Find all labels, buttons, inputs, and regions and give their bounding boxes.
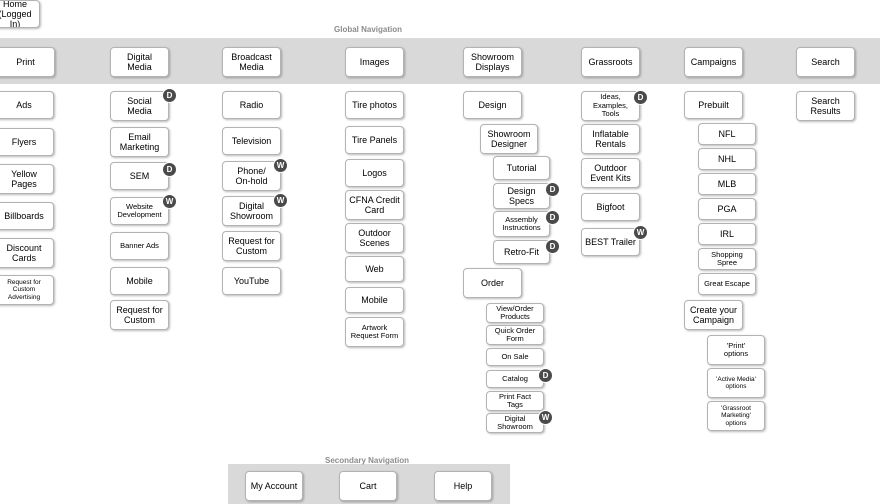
images-cfna-credit-card[interactable]: CFNA Credit Card: [345, 190, 404, 220]
broadcast-request-custom[interactable]: Request for Custom: [222, 231, 281, 261]
digital-social-media[interactable]: Social Media: [110, 91, 169, 121]
images-mobile[interactable]: Mobile: [345, 287, 404, 313]
d-badge-icon: D: [633, 90, 648, 105]
nav-grassroots[interactable]: Grassroots: [581, 47, 640, 77]
campaigns-shopping-spree[interactable]: Shopping Spree: [698, 248, 756, 270]
showroom-retro-fit[interactable]: Retro-Fit: [493, 240, 550, 264]
digital-request-custom[interactable]: Request for Custom: [110, 300, 169, 330]
showroom-tutorial[interactable]: Tutorial: [493, 156, 550, 180]
showroom-print-fact-tags[interactable]: Print Fact Tags: [486, 391, 544, 411]
campaigns-nhl[interactable]: NHL: [698, 148, 756, 170]
search-results[interactable]: Search Results: [796, 91, 855, 121]
d-badge-icon: D: [545, 239, 560, 254]
nav-campaigns[interactable]: Campaigns: [684, 47, 743, 77]
campaigns-great-escape[interactable]: Great Escape: [698, 273, 756, 295]
digital-email-marketing[interactable]: Email Marketing: [110, 127, 169, 157]
global-navigation-heading: Global Navigation: [334, 25, 403, 34]
images-tire-photos[interactable]: Tire photos: [345, 91, 404, 119]
images-web[interactable]: Web: [345, 256, 404, 282]
secondary-help[interactable]: Help: [434, 471, 492, 501]
d-badge-icon: D: [545, 210, 560, 225]
broadcast-television[interactable]: Television: [222, 127, 281, 155]
print-yellow-pages[interactable]: Yellow Pages: [0, 164, 54, 194]
images-artwork-request-form[interactable]: Artwork Request Form: [345, 317, 404, 347]
campaigns-pga[interactable]: PGA: [698, 198, 756, 220]
showroom-assembly-instructions[interactable]: Assembly Instructions: [493, 211, 550, 237]
nav-broadcast-media[interactable]: Broadcast Media: [222, 47, 281, 77]
campaigns-active-media-options[interactable]: 'Active Media' options: [707, 368, 765, 398]
print-flyers[interactable]: Flyers: [0, 128, 54, 156]
showroom-order[interactable]: Order: [463, 268, 522, 298]
campaigns-mlb[interactable]: MLB: [698, 173, 756, 195]
campaigns-create-your-campaign[interactable]: Create your Campaign: [684, 300, 743, 330]
nav-showroom-displays[interactable]: Showroom Displays: [463, 47, 522, 77]
digital-mobile[interactable]: Mobile: [110, 267, 169, 295]
grassroots-ideas-examples-tools[interactable]: Ideas, Examples, Tools: [581, 91, 640, 121]
broadcast-digital-showroom[interactable]: Digital Showroom: [222, 196, 281, 226]
showroom-design[interactable]: Design: [463, 91, 522, 119]
secondary-navigation-heading: Secondary Navigation: [325, 456, 410, 465]
showroom-catalog[interactable]: Catalog: [486, 370, 544, 388]
w-badge-icon: W: [273, 193, 288, 208]
d-badge-icon: D: [538, 368, 553, 383]
broadcast-youtube[interactable]: YouTube: [222, 267, 281, 295]
images-tire-panels[interactable]: Tire Panels: [345, 126, 404, 154]
print-ads[interactable]: Ads: [0, 91, 54, 119]
showroom-design-specs[interactable]: Design Specs: [493, 183, 550, 209]
showroom-on-sale[interactable]: On Sale: [486, 348, 544, 366]
grassroots-best-trailer[interactable]: BEST Trailer: [581, 228, 640, 256]
grassroots-outdoor-event-kits[interactable]: Outdoor Event Kits: [581, 158, 640, 188]
digital-sem[interactable]: SEM: [110, 162, 169, 190]
grassroots-inflatable-rentals[interactable]: Inflatable Rentals: [581, 124, 640, 154]
d-badge-icon: D: [545, 182, 560, 197]
showroom-view-order-products[interactable]: View/Order Products: [486, 303, 544, 323]
secondary-my-account[interactable]: My Account: [245, 471, 303, 501]
nav-images[interactable]: Images: [345, 47, 404, 77]
showroom-digital-showroom[interactable]: Digital Showroom: [486, 413, 544, 433]
print-request-custom-advertising[interactable]: Request for Custom Advertising: [0, 275, 54, 305]
showroom-designer[interactable]: Showroom Designer: [480, 124, 538, 154]
digital-website-development[interactable]: Website Development: [110, 197, 169, 225]
home-node[interactable]: Home (Logged In): [0, 0, 40, 28]
campaigns-print-options[interactable]: 'Print' options: [707, 335, 765, 365]
digital-banner-ads[interactable]: Banner Ads: [110, 232, 169, 260]
w-badge-icon: W: [273, 158, 288, 173]
campaigns-nfl[interactable]: NFL: [698, 123, 756, 145]
secondary-cart[interactable]: Cart: [339, 471, 397, 501]
images-outdoor-scenes[interactable]: Outdoor Scenes: [345, 223, 404, 253]
grassroots-bigfoot[interactable]: Bigfoot: [581, 193, 640, 221]
nav-print[interactable]: Print: [0, 47, 55, 77]
nav-search[interactable]: Search: [796, 47, 855, 77]
d-badge-icon: D: [162, 162, 177, 177]
w-badge-icon: W: [538, 410, 553, 425]
w-badge-icon: W: [633, 225, 648, 240]
d-badge-icon: D: [162, 88, 177, 103]
broadcast-phone-onhold[interactable]: Phone/ On-hold: [222, 161, 281, 191]
campaigns-grassroot-marketing-options[interactable]: 'Grassroot Marketing' options: [707, 401, 765, 431]
broadcast-radio[interactable]: Radio: [222, 91, 281, 119]
campaigns-irl[interactable]: IRL: [698, 223, 756, 245]
w-badge-icon: W: [162, 194, 177, 209]
nav-digital-media[interactable]: Digital Media: [110, 47, 169, 77]
campaigns-prebuilt[interactable]: Prebuilt: [684, 91, 743, 119]
images-logos[interactable]: Logos: [345, 159, 404, 187]
print-billboards[interactable]: Billboards: [0, 202, 54, 230]
showroom-quick-order-form[interactable]: Quick Order Form: [486, 325, 544, 345]
print-discount-cards[interactable]: Discount Cards: [0, 238, 54, 268]
